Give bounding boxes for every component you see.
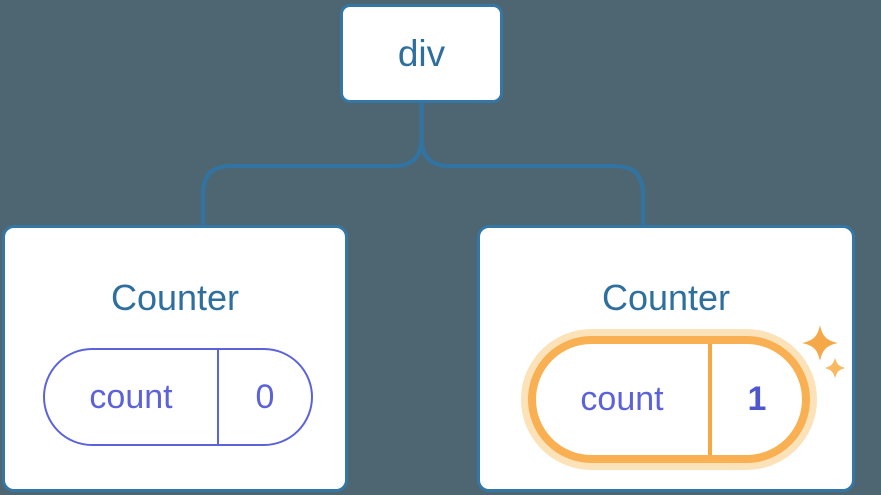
root-node-label: div [397, 32, 446, 74]
state-pill-highlighted: count 1 [528, 336, 810, 463]
state-key-label: count [45, 350, 219, 444]
state-value: 0 [255, 377, 275, 416]
connector-right-branch [419, 103, 645, 226]
counter-card-left: Counter count 0 [2, 225, 348, 492]
root-node: div [340, 4, 503, 103]
state-key-label: count [536, 344, 712, 455]
connector-left-branch [201, 103, 424, 226]
state-pill: count 0 [43, 348, 313, 446]
component-title: Counter [110, 277, 240, 318]
state-value: 1 [747, 380, 767, 418]
counter-card-right: Counter count 1 [477, 225, 855, 492]
sparkle-icon-small [824, 357, 846, 379]
sparkle-icon-large [802, 325, 838, 361]
component-title: Counter [601, 277, 731, 318]
